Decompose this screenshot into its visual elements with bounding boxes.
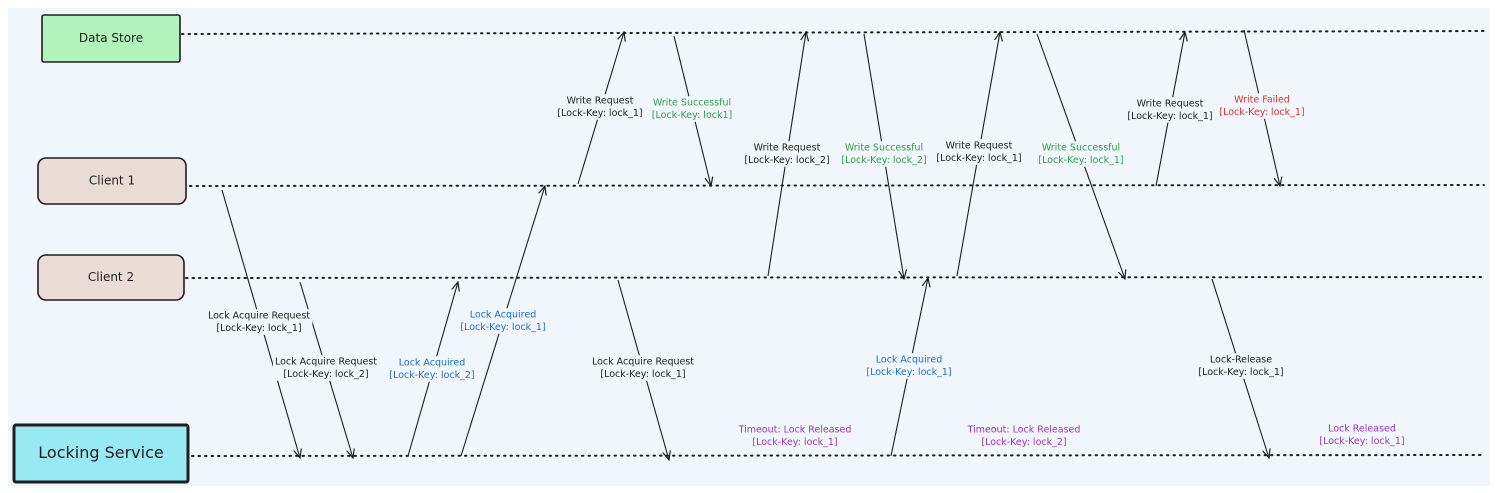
- lock-acquired-c2-b-label-line-1: Lock Acquired: [876, 354, 943, 365]
- client-2-lifeline: [185, 276, 1485, 279]
- diagram-background: [8, 8, 1490, 486]
- timeout-lock-1-label-line-1: Timeout: Lock Released: [738, 424, 852, 435]
- lock-acquired-c2-b-label: Lock Acquired [Lock-Key: lock_1]: [864, 353, 954, 379]
- write-success-c2-b-label-line-1: Write Successful: [1042, 142, 1120, 153]
- write-success-c2-b-label: Write Successful [Lock-Key: lock_1]: [1036, 141, 1126, 167]
- lock-acquired-c2-label: Lock Acquired [Lock-Key: lock_2]: [387, 356, 477, 382]
- client-2-actor-box[interactable]: Client 2: [37, 254, 185, 301]
- lock-acquired-c1-label-line-1: Lock Acquired: [470, 309, 537, 320]
- lock-acquire-c2-label-bg: [272, 355, 380, 381]
- lock-acquire-c2-b-label: Lock Acquire Request [Lock-Key: lock_1]: [589, 355, 697, 381]
- write-failed-c1-label-line-1: Write Failed: [1234, 94, 1290, 105]
- timeout-lock-2-label-bg: [964, 423, 1083, 449]
- write-success-c1-a-label-line-1: Write Successful: [653, 97, 731, 108]
- client-1-lifeline: [189, 184, 1485, 187]
- write-request-c1-a-label-line-1: Write Request: [567, 95, 634, 106]
- lock-released-label-bg: [1317, 422, 1407, 448]
- write-request-c1-b-label-line-1: Write Request: [1137, 98, 1204, 109]
- lock-release-c2-label: Lock-Release [Lock-Key: lock_1]: [1196, 353, 1286, 379]
- timeout-lock-2-label: Timeout: Lock Released [Lock-Key: lock_2]: [964, 423, 1083, 449]
- timeout-lock-2-label-line-2: [Lock-Key: lock_2]: [981, 437, 1066, 448]
- lock-acquire-c2-label: Lock Acquire Request [Lock-Key: lock_2]: [272, 355, 380, 381]
- lock-acquired-c1-label-bg: [458, 308, 548, 334]
- timeout-lock-2-label-line-1: Timeout: Lock Released: [967, 424, 1081, 435]
- client-2-box-shape: [37, 254, 185, 301]
- client-2-label: Client 2: [88, 270, 134, 284]
- lock-acquired-c2-label-line-2: [Lock-Key: lock_2]: [389, 370, 474, 381]
- locking-service-actor-box[interactable]: Locking Service: [12, 423, 190, 484]
- data-store-label: Data Store: [79, 31, 143, 45]
- write-request-c2-b-label-line-2: [Lock-Key: lock_1]: [936, 153, 1021, 164]
- lock-acquire-c1-label-line-2: [Lock-Key: lock_1]: [216, 323, 301, 334]
- lock-release-c2-label-line-2: [Lock-Key: lock_1]: [1198, 367, 1283, 378]
- write-success-c2-label-line-1: Write Successful: [845, 142, 923, 153]
- client-1-label: Client 1: [89, 174, 135, 188]
- lock-release-c2-label-line-1: Lock-Release: [1210, 354, 1272, 365]
- lock-acquired-c2-b-label-line-2: [Lock-Key: lock_1]: [866, 367, 951, 378]
- write-request-c2-label: Write Request [Lock-Key: lock_2]: [742, 141, 832, 167]
- data-store-box-shape: [41, 14, 181, 63]
- write-request-c2-b-label-line-1: Write Request: [946, 140, 1013, 151]
- lock-acquire-c1-label-bg: [205, 309, 313, 335]
- write-success-c1-a-label-bg: [649, 96, 735, 122]
- write-success-c2-b-label-bg: [1036, 141, 1126, 167]
- lock-acquire-c2-label-line-1: Lock Acquire Request: [275, 356, 377, 367]
- lock-acquire-c1-label: Lock Acquire Request [Lock-Key: lock_1]: [205, 309, 313, 335]
- write-failed-c1-label-line-2: [Lock-Key: lock_1]: [1219, 107, 1304, 118]
- write-request-c1-b-label-bg: [1125, 97, 1215, 123]
- write-request-c2-b-label: Write Request [Lock-Key: lock_1]: [934, 139, 1024, 165]
- write-request-c2-label-line-2: [Lock-Key: lock_2]: [744, 155, 829, 166]
- lock-acquire-c2-b-label-bg: [589, 355, 697, 381]
- write-request-c1-a-label: Write Request [Lock-Key: lock_1]: [555, 94, 645, 120]
- write-failed-c1-label: Write Failed [Lock-Key: lock_1]: [1217, 93, 1307, 119]
- lock-released-label-line-2: [Lock-Key: lock_1]: [1319, 436, 1404, 447]
- write-success-c2-label-line-2: [Lock-Key: lock_2]: [841, 155, 926, 166]
- lock-acquired-c1-label-line-2: [Lock-Key: lock_1]: [460, 322, 545, 333]
- lock-acquired-c2-label-bg: [387, 356, 477, 382]
- lock-released-label: Lock Released [Lock-Key: lock_1]: [1317, 422, 1407, 448]
- lock-acquired-c2-b-label-bg: [864, 353, 954, 379]
- lock-acquire-c1-label-line-1: Lock Acquire Request: [208, 310, 310, 321]
- data-store-lifeline: [181, 30, 1485, 35]
- write-request-c2-label-bg: [742, 141, 832, 167]
- timeout-lock-1-label-bg: [735, 423, 854, 449]
- timeout-lock-1-label: Timeout: Lock Released [Lock-Key: lock_1]: [735, 423, 854, 449]
- write-success-c1-a-label-line-2: [Lock-Key: lock1]: [652, 110, 732, 121]
- write-request-c1-a-label-bg: [555, 94, 645, 120]
- lock-acquire-c2-b-label-line-1: Lock Acquire Request: [592, 356, 694, 367]
- write-request-c1-b-label: Write Request [Lock-Key: lock_1]: [1125, 97, 1215, 123]
- locking-service-lifeline: [191, 454, 1485, 457]
- write-success-c2-label-bg: [839, 141, 929, 167]
- timeout-lock-1-label-line-2: [Lock-Key: lock_1]: [752, 437, 837, 448]
- write-success-c2-b-label-line-2: [Lock-Key: lock_1]: [1038, 155, 1123, 166]
- locking-service-label: Locking Service: [38, 443, 163, 462]
- data-store-actor-box[interactable]: Data Store: [41, 14, 181, 63]
- write-failed-c1-label-bg: [1217, 93, 1307, 119]
- lock-released-label-line-1: Lock Released: [1328, 423, 1396, 434]
- lock-release-c2-label-bg: [1196, 353, 1286, 379]
- client-1-actor-box[interactable]: Client 1: [37, 157, 187, 205]
- client-1-box-shape: [37, 157, 187, 205]
- write-request-c2-b-label-bg: [934, 139, 1024, 165]
- lock-acquire-c2-label-line-2: [Lock-Key: lock_2]: [283, 369, 368, 380]
- write-success-c1-a-label: Write Successful [Lock-Key: lock1]: [649, 96, 735, 122]
- locking-service-box-shape: [12, 423, 190, 484]
- write-request-c1-a-label-line-2: [Lock-Key: lock_1]: [557, 108, 642, 119]
- write-request-c1-b-label-line-2: [Lock-Key: lock_1]: [1127, 111, 1212, 122]
- lock-acquired-c1-label: Lock Acquired [Lock-Key: lock_1]: [458, 308, 548, 334]
- write-request-c2-label-line-1: Write Request: [754, 142, 821, 153]
- lock-acquired-c2-label-line-1: Lock Acquired: [399, 357, 466, 368]
- lock-acquire-c2-b-label-line-2: [Lock-Key: lock_1]: [600, 369, 685, 380]
- write-success-c2-label: Write Successful [Lock-Key: lock_2]: [839, 141, 929, 167]
